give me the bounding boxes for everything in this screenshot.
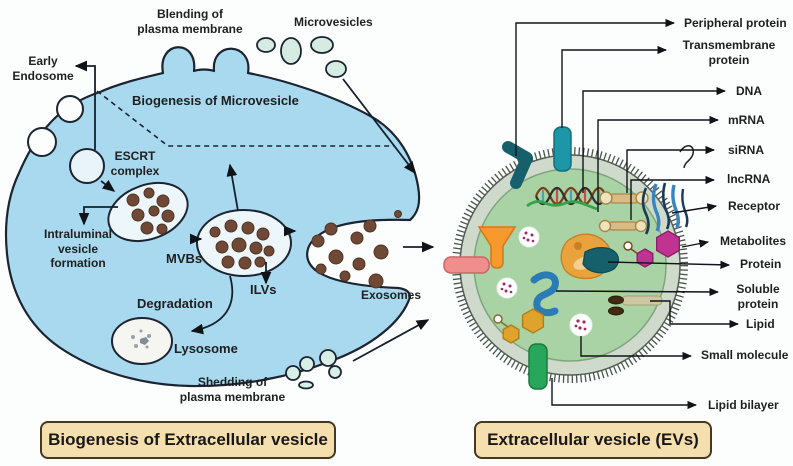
label-microvesicles: Microvesicles xyxy=(294,15,373,29)
label-biogenesis-microvesicle: Biogenesis of Microvesicle xyxy=(132,93,299,108)
amber-hexagons-shape xyxy=(493,308,545,344)
funnel-protein-shape xyxy=(477,226,517,269)
membrane-invagination-cup xyxy=(27,127,57,157)
green-rod-shape xyxy=(528,343,548,390)
label-escrt-complex: ESCRT complex xyxy=(110,149,160,178)
protein-complex-shape xyxy=(560,233,620,280)
label-lipid: Lipid xyxy=(746,317,775,331)
pink-rod-shape xyxy=(443,256,490,274)
label-dna: DNA xyxy=(736,84,762,98)
mrna-shape xyxy=(526,200,598,211)
label-exosomes: Exosomes xyxy=(361,288,422,302)
right-connectors xyxy=(515,18,740,410)
label-receptor: Receptor xyxy=(728,199,781,213)
label-lysosome: Lysosome xyxy=(174,341,238,356)
early-endosome-vesicle xyxy=(69,148,105,184)
soluble-protein-shape xyxy=(530,271,559,317)
caption-biogenesis: Biogenesis of Extracellular vesicle xyxy=(40,421,336,459)
label-lncrna: lncRNA xyxy=(727,172,771,186)
label-early-endosome: Early Endosome xyxy=(12,54,74,83)
lipid-shape xyxy=(608,295,663,316)
label-peripheral-protein: Peripheral protein xyxy=(684,16,787,30)
label-sirna: siRNA xyxy=(728,143,765,157)
label-protein: Protein xyxy=(740,257,782,271)
lncrna-shape xyxy=(598,219,648,233)
label-transmembrane-protein: Transmembrane protein xyxy=(682,38,776,67)
label-degradation: Degradation xyxy=(137,296,213,311)
label-intraluminal: Intraluminal vesicle formation xyxy=(43,227,112,271)
microvesicles-shed xyxy=(285,349,342,390)
label-soluble-protein: Soluble protein xyxy=(736,282,780,311)
label-mvbs: MVBs xyxy=(166,251,203,266)
label-lipid-bilayer: Lipid bilayer xyxy=(708,398,779,412)
label-shedding: Shedding of plasma membrane xyxy=(179,375,286,404)
caption-ev: Extracellular vesicle (EVs) xyxy=(474,421,712,459)
cell-body xyxy=(4,46,421,388)
exosome-dots xyxy=(311,210,402,289)
transmembrane-protein-shape xyxy=(553,126,572,172)
lysosome-contents xyxy=(131,329,151,349)
ilv-dots xyxy=(126,187,175,235)
dna-helix-shape xyxy=(534,186,608,206)
label-ilvs: ILVs xyxy=(250,282,277,297)
microvesicles-top xyxy=(256,36,347,78)
label-mrna: mRNA xyxy=(728,113,765,127)
label-blending: Blending of plasma membrane xyxy=(137,7,243,36)
label-small-molecule: Small molecule xyxy=(701,348,789,362)
microvesicle-pathway-dashed-line xyxy=(96,90,394,147)
peripheral-protein-shape xyxy=(502,141,533,189)
small-molecule-cluster xyxy=(496,226,593,337)
label-metabolites: Metabolites xyxy=(720,234,787,248)
sirna-shape xyxy=(599,191,649,205)
vesicle-hairs xyxy=(452,147,688,383)
left-connectors xyxy=(74,60,435,362)
membrane-invagination-cup xyxy=(56,95,84,123)
mvb-ilv-dots xyxy=(209,219,275,270)
